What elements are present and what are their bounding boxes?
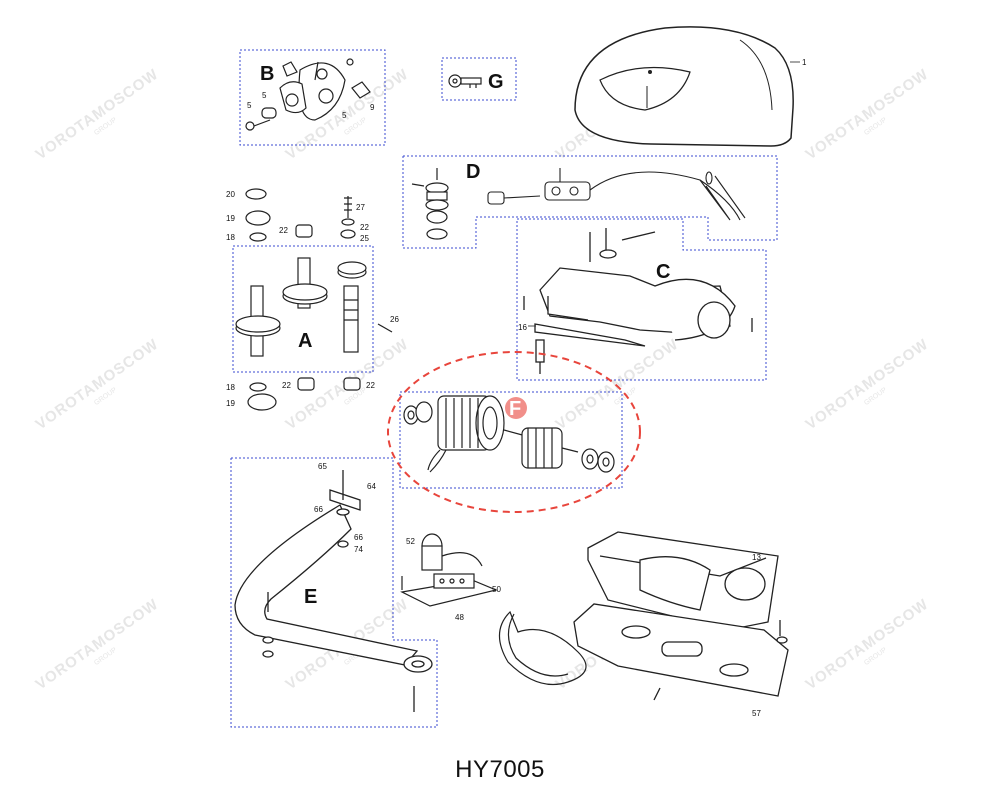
group-d-label: D [466, 161, 480, 183]
group-g: G [441, 57, 517, 101]
group-a-box [232, 245, 374, 373]
motor-cover [574, 26, 794, 147]
group-a-upper-parts [245, 188, 356, 242]
watermark-text: VOROTAMOSCOW [33, 66, 162, 164]
callout-9: 9 [370, 103, 375, 112]
watermark-text: VOROTAMOSCOW [33, 336, 162, 434]
model-caption: HY7005 [455, 756, 545, 783]
group-f-label: F [509, 398, 521, 420]
callout-27: 27 [356, 203, 365, 212]
group-e: E 65 64 66 66 74 [230, 457, 438, 728]
group-a: 20 19 18 22 27 22 25 A 26 [226, 188, 399, 411]
group-f-box [399, 391, 623, 489]
watermark-text: VOROTAMOSCOW [553, 336, 682, 434]
group-c-box [516, 218, 767, 381]
callout-19: 19 [226, 214, 235, 223]
motor-stator-rotor [403, 395, 615, 473]
group-c: C 16 [516, 218, 767, 381]
limit-switch-parts: 52 50 48 [400, 533, 587, 686]
group-a-lower-callouts: 18 22 22 19 [226, 381, 375, 408]
callout-13: 13 [752, 553, 761, 562]
callout-26: 26 [390, 315, 399, 324]
gear-shafts [235, 257, 393, 357]
watermark-text: VOROTAMOSCOW [803, 66, 932, 164]
callout-18: 18 [226, 383, 235, 392]
group-e-label: E [304, 586, 317, 608]
callout-25: 25 [360, 234, 369, 243]
callout-74: 74 [354, 545, 363, 554]
group-a-lower-parts [247, 377, 361, 411]
group-b: B 5 5 5 9 [239, 49, 386, 146]
cover-part: 1 [574, 26, 807, 147]
group-g-box [441, 57, 517, 101]
callout-65: 65 [318, 462, 327, 471]
callout-18: 18 [226, 233, 235, 242]
key-icon [448, 74, 482, 88]
callout-19: 19 [226, 399, 235, 408]
callout-1: 1 [802, 58, 807, 67]
base-housing: 13 57 [573, 531, 789, 718]
watermark-text: VOROTAMOSCOW [803, 596, 932, 694]
gearbox-housing [523, 228, 753, 374]
callout-22: 22 [360, 223, 369, 232]
group-a-label: A [298, 330, 312, 352]
group-b-box [239, 49, 386, 146]
callout-64: 64 [367, 482, 376, 491]
callout-57: 57 [752, 709, 761, 718]
callout-22: 22 [282, 381, 291, 390]
callout-22: 22 [366, 381, 375, 390]
drive-arm [234, 470, 433, 712]
callout-20: 20 [226, 190, 235, 199]
callout-22: 22 [279, 226, 288, 235]
lock-assembly [245, 58, 371, 131]
group-a-upper-callouts: 20 19 18 22 27 22 25 [226, 190, 369, 243]
watermark-text: VOROTAMOSCOW [33, 596, 162, 694]
group-d: D [402, 155, 778, 249]
group-f: F [387, 351, 641, 513]
callout-52: 52 [406, 537, 415, 546]
group-b-label: B [260, 63, 274, 85]
group-d-box [402, 155, 778, 249]
callout-66: 66 [314, 505, 323, 514]
group-g-label: G [488, 71, 504, 93]
group-b-callouts: 5 5 5 9 [247, 91, 375, 120]
group-e-callouts: 65 64 66 66 74 [314, 462, 376, 554]
callout-5: 5 [262, 91, 267, 100]
wiring-harness [487, 168, 746, 221]
highlight-ellipse [387, 351, 641, 513]
callout-5: 5 [342, 111, 347, 120]
gear-stack-d [411, 168, 449, 240]
group-c-label: C [656, 261, 670, 283]
group-e-box [230, 457, 438, 728]
group-f-marker [505, 397, 527, 419]
watermark-text: VOROTAMOSCOW [803, 336, 932, 434]
callout-5: 5 [247, 101, 252, 110]
callout-66: 66 [354, 533, 363, 542]
callout-50: 50 [492, 585, 501, 594]
callout-16: 16 [518, 323, 527, 332]
callout-48: 48 [455, 613, 464, 622]
